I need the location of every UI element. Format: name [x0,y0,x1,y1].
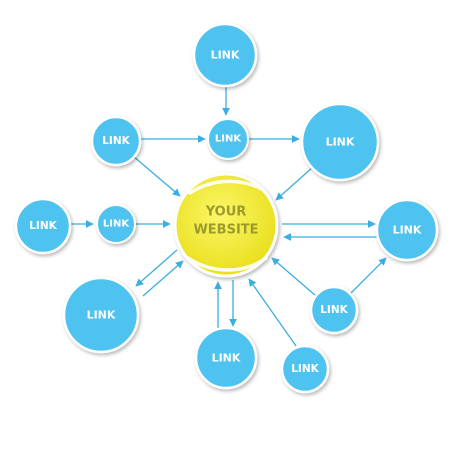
arrow-upper-left-to-center [132,155,181,197]
link-node-bottom-right-label: LINK [291,363,319,375]
link-node-top[interactable]: LINK [192,22,258,88]
link-node-lower-left-label: LINK [87,309,116,322]
link-node-right-label: LINK [393,224,422,237]
arrow-lower-left-to-center [142,260,184,297]
link-node-bottom[interactable]: LINK [194,326,258,390]
link-node-far-left[interactable]: LINK [14,197,72,255]
link-node-bottom-label: LINK [212,352,241,365]
center-label-line1: YOUR [205,205,247,220]
link-node-upper-mid-label: LINK [215,134,242,145]
arrow-lower-right-small-to-right [349,257,387,295]
your-website-node[interactable]: YOUR WEBSITE [173,172,279,278]
link-node-lower-right-small-label: LINK [320,304,348,316]
link-node-upper-right[interactable]: LINK [300,102,380,182]
arrow-center-to-lower-left [135,249,178,287]
link-node-lower-left[interactable]: LINK [62,276,140,354]
arrow-bottom-right-to-center [248,278,297,347]
link-node-far-left-label: LINK [29,220,57,232]
link-node-mid-left-label: LINK [103,219,130,230]
link-node-mid-left[interactable]: LINK [96,204,136,244]
center-label-line2: WEBSITE [193,223,258,238]
link-node-lower-right-small[interactable]: LINK [309,285,359,335]
tennis-ball-seam-bottom [186,256,268,272]
arrow-lower-right-small-to-center [271,257,317,297]
link-node-bottom-right[interactable]: LINK [280,344,330,394]
tennis-ball-seam-top [188,179,264,195]
link-node-upper-left[interactable]: LINK [90,115,142,167]
arrows [69,86,387,347]
link-node-upper-left-label: LINK [102,135,130,147]
link-node-top-label: LINK [211,49,240,62]
link-node-upper-mid[interactable]: LINK [207,118,249,160]
link-node-upper-right-label: LINK [326,136,355,149]
link-node-right[interactable]: LINK [375,198,439,262]
arrow-upper-right-to-center [275,166,314,201]
